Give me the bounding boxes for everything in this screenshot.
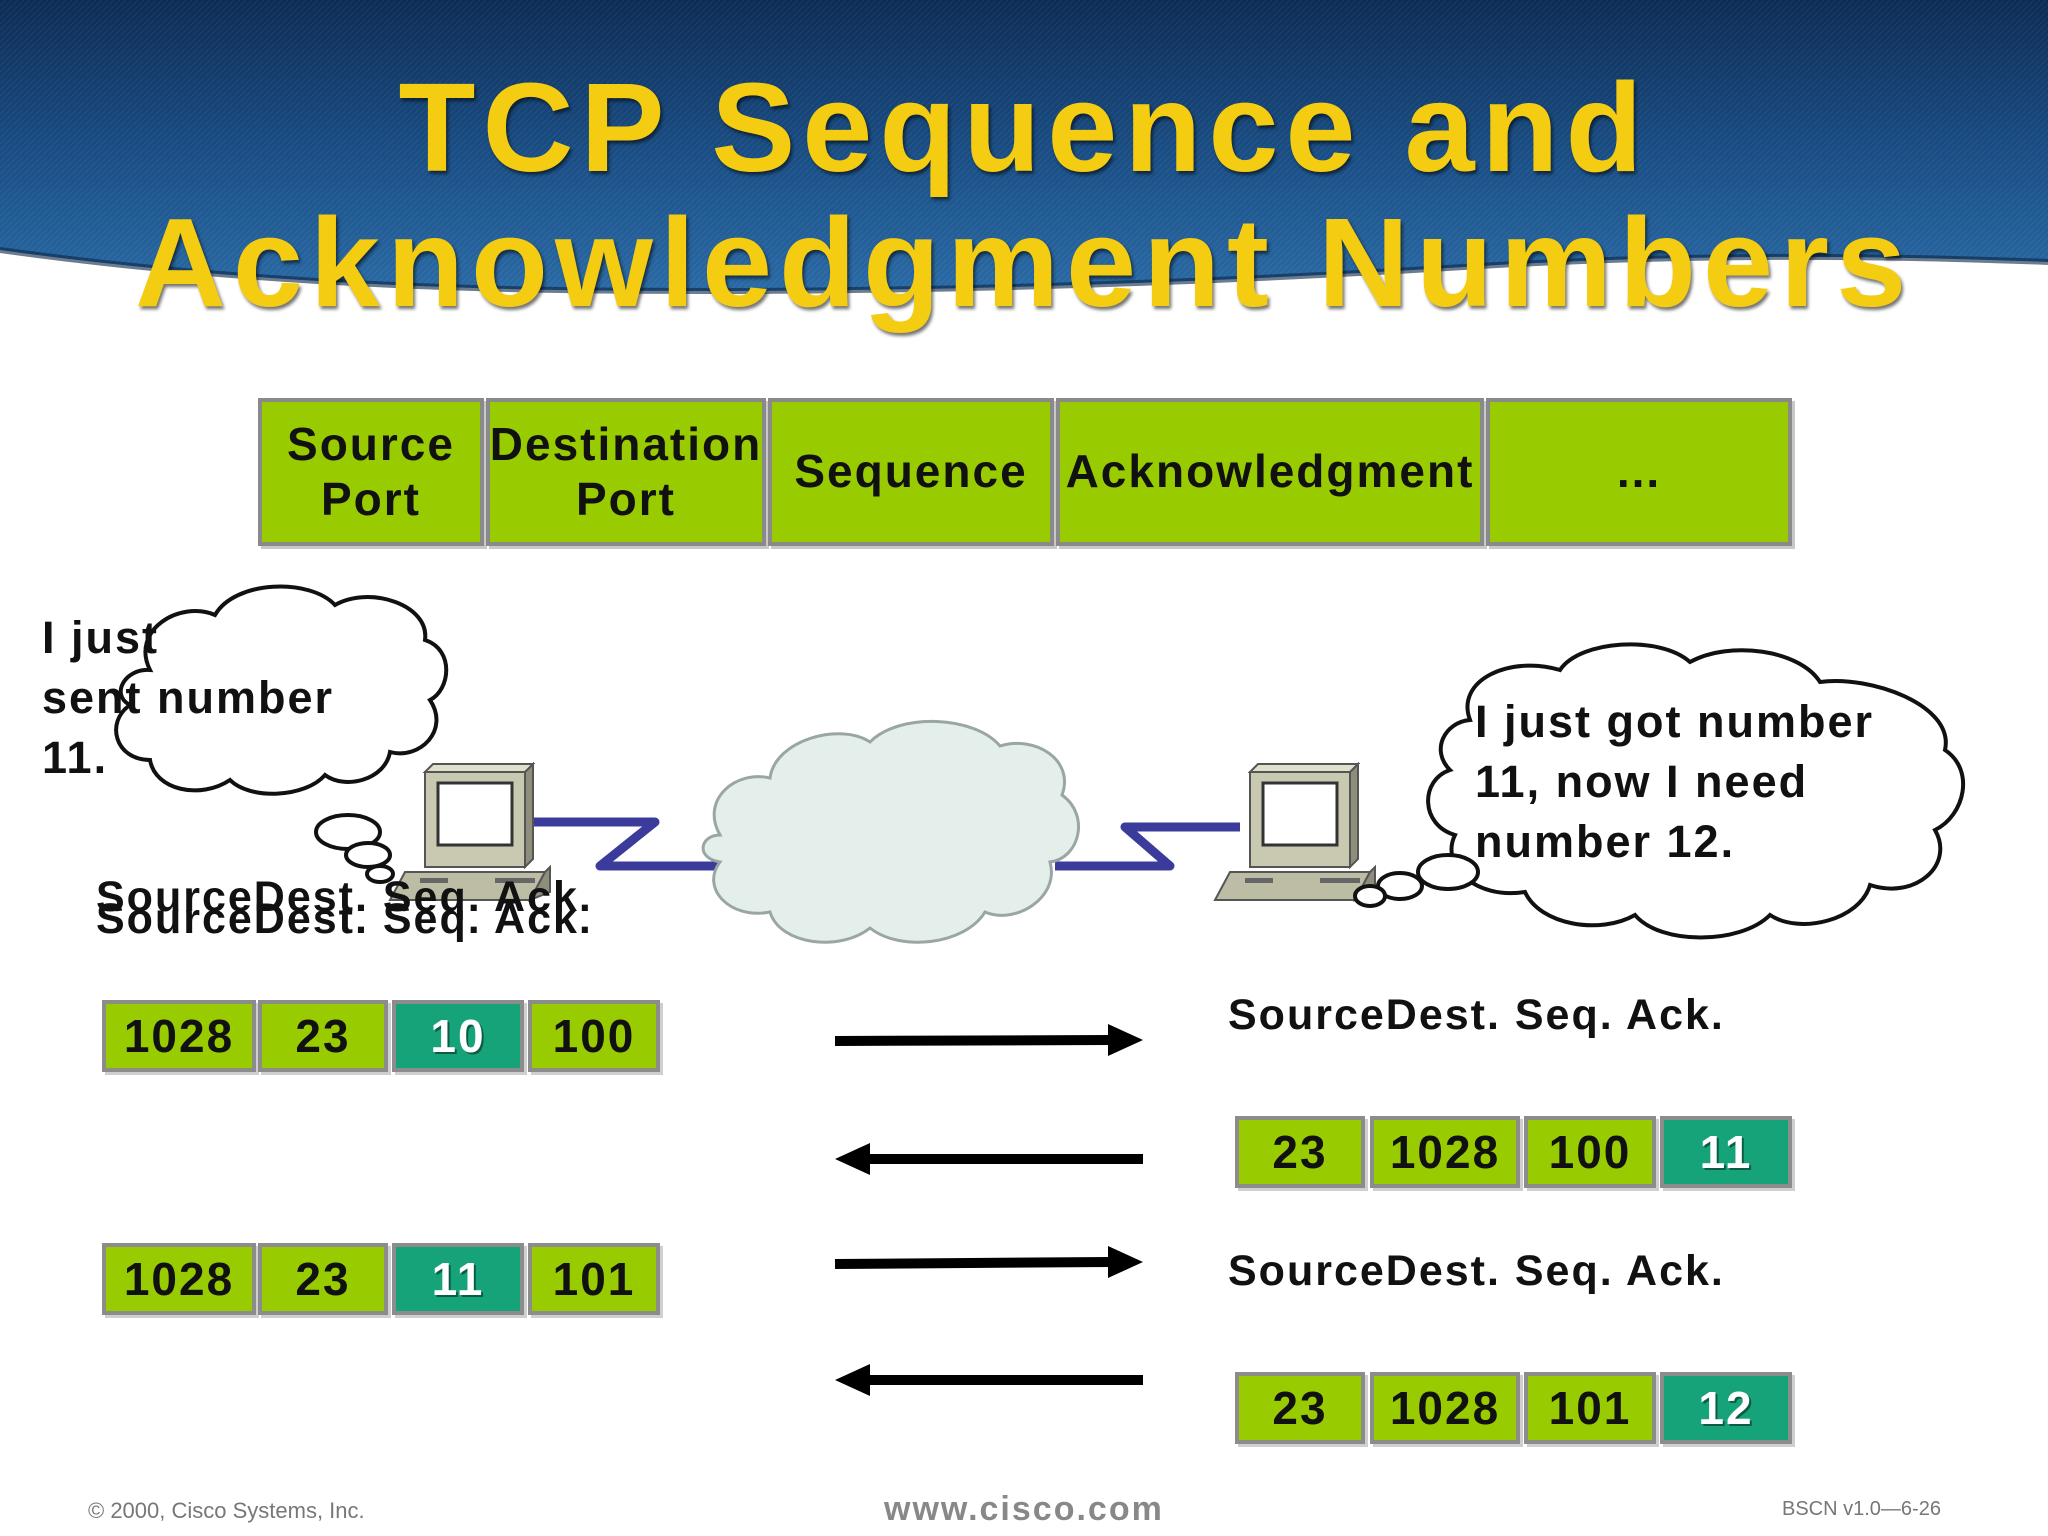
segment-field-source: 1028 [102,1000,256,1072]
header-field-acknowledgment: Acknowledgment [1056,398,1484,546]
segment-field-source: 23 [1235,1372,1365,1444]
segment-field-sequence: 10 [392,1000,524,1072]
left-segment-label: SourceDest. Seq. Ack. [96,895,593,943]
slide-title-line-1: TCP Sequence and [398,57,1650,198]
header-field-sequence: Sequence [768,398,1054,546]
segment-field-acknowledgment: 100 [528,1000,660,1072]
right-host-thought-text: I just got number 11, now I need number … [1475,696,1874,867]
header-field-more: ... [1486,398,1792,546]
header-field-destination-port: Destination Port [486,398,766,546]
segment-field-acknowledgment: 101 [528,1243,660,1315]
segment-field-destination: 1028 [1370,1372,1520,1444]
arrow-left-icon [835,1364,1143,1396]
cloud-icon [701,719,1080,944]
serial-link-left [525,817,720,871]
slide-title-line-2: Acknowledgment Numbers [134,192,1914,333]
title-banner [0,0,2048,294]
segment-field-source: 23 [1235,1116,1365,1188]
right-segment-label: SourceDest. Seq. Ack. [1228,991,1725,1039]
thought-bubble-icon [1353,642,1965,940]
right-segment-label: SourceDest. Seq. Ack. [1228,1247,1725,1295]
segment-field-acknowledgment: 11 [1660,1116,1792,1188]
left-segment-label-shadow: SourceDest. Seq. Ack. [96,873,593,921]
segment-field-sequence: 11 [392,1243,524,1315]
serial-link-right [1055,822,1240,871]
segment-field-source: 1028 [102,1243,256,1315]
arrow-right-icon [834,1246,1143,1278]
header-field-source-port: Source Port [258,398,484,546]
arrow-left-icon [835,1143,1143,1175]
left-host-thought-text: I just sent number 11. [42,612,335,783]
segment-field-acknowledgment: 12 [1660,1372,1792,1444]
arrow-right-icon [834,1024,1143,1056]
segment-field-sequence: 100 [1524,1116,1656,1188]
segment-field-destination: 1028 [1370,1116,1520,1188]
segment-field-destination: 23 [258,1243,388,1315]
segment-field-sequence: 101 [1524,1372,1656,1444]
segment-field-destination: 23 [258,1000,388,1072]
computer-icon [388,761,551,902]
footer-website: www.cisco.com [884,1490,1164,1528]
footer-slide-id: BSCN v1.0—6-26 [1782,1498,1941,1520]
footer-copyright: © 2000, Cisco Systems, Inc. [88,1498,365,1523]
thought-bubble-icon [114,584,449,884]
computer-icon [1213,761,1376,902]
